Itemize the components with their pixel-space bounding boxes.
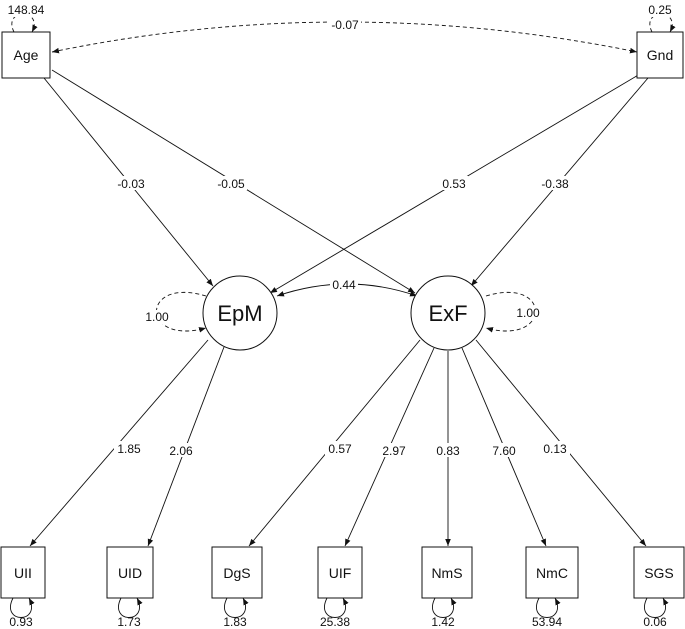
node-nmc-label: NmC	[536, 565, 568, 581]
variance-exf: 1.00	[516, 306, 540, 320]
node-nms-label: NmS	[431, 565, 462, 581]
label-exf-sgs: 0.13	[543, 442, 567, 456]
label-epm-uii: 1.85	[117, 442, 141, 456]
node-dgs: DgS	[211, 546, 263, 599]
variance-nmc: 53.94	[532, 615, 562, 629]
var-loop-gnd	[649, 13, 676, 33]
var-loop-uii	[10, 597, 35, 618]
node-age-label: Age	[14, 47, 39, 63]
node-epm-label: EpM	[217, 301, 262, 326]
node-uif: UIF	[317, 546, 363, 599]
variance-dgs: 1.83	[223, 615, 247, 629]
node-sgs: SGS	[633, 546, 685, 599]
label-epm-uid: 2.06	[169, 444, 193, 458]
variance-uii: 0.93	[9, 615, 33, 629]
label-gnd-exf: -0.38	[541, 177, 569, 191]
var-loop-nms	[432, 597, 457, 618]
variance-uid: 1.73	[117, 615, 141, 629]
cov-age-gnd	[51, 21, 638, 54]
node-uid-label: UID	[118, 565, 142, 581]
var-loop-dgs	[224, 597, 249, 618]
var-loop-sgs	[644, 597, 669, 618]
node-nms: NmS	[421, 546, 473, 599]
variance-nms: 1.42	[431, 615, 455, 629]
var-loop-uif	[324, 597, 349, 618]
label-age-epm: -0.03	[117, 177, 145, 191]
node-exf: ExF	[410, 275, 486, 351]
label-exf-uif: 2.97	[382, 444, 406, 458]
node-gnd-label: Gnd	[647, 47, 673, 63]
variance-epm: 1.00	[145, 310, 169, 324]
node-epm: EpM	[202, 275, 278, 351]
label-cov-age-gnd: -0.07	[331, 18, 359, 32]
node-uii-label: UII	[14, 565, 32, 581]
label-exf-nmc: 7.60	[492, 444, 516, 458]
node-age: Age	[1, 31, 51, 79]
node-dgs-label: DgS	[223, 565, 250, 581]
var-loop-age	[11, 13, 38, 33]
label-age-exf: -0.05	[217, 177, 245, 191]
node-sgs-label: SGS	[644, 565, 674, 581]
label-cov-epm-exf: 0.44	[332, 278, 356, 292]
node-uif-label: UIF	[329, 565, 352, 581]
node-uii: UII	[0, 546, 46, 599]
node-nmc: NmC	[525, 546, 579, 599]
var-loop-uid	[118, 597, 143, 618]
variance-sgs: 0.06	[643, 615, 667, 629]
label-gnd-epm: 0.53	[442, 177, 466, 191]
variance-uif: 25.38	[320, 615, 350, 629]
variance-age: 148.84	[8, 3, 45, 17]
variance-gnd: 0.25	[648, 3, 672, 17]
label-exf-nms: 0.83	[436, 444, 460, 458]
node-uid: UID	[106, 546, 154, 599]
var-loop-nmc	[536, 597, 561, 618]
node-gnd: Gnd	[636, 31, 684, 79]
label-exf-dgs: 0.57	[328, 442, 352, 456]
node-exf-label: ExF	[428, 301, 467, 326]
